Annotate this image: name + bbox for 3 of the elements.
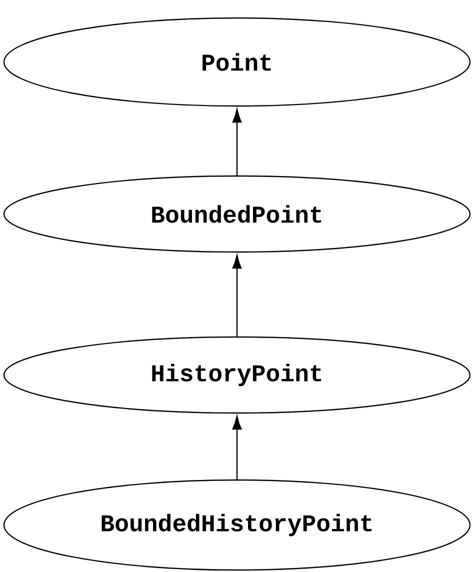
arrow	[232, 416, 242, 480]
arrow	[232, 108, 242, 176]
arrow	[232, 254, 242, 336]
